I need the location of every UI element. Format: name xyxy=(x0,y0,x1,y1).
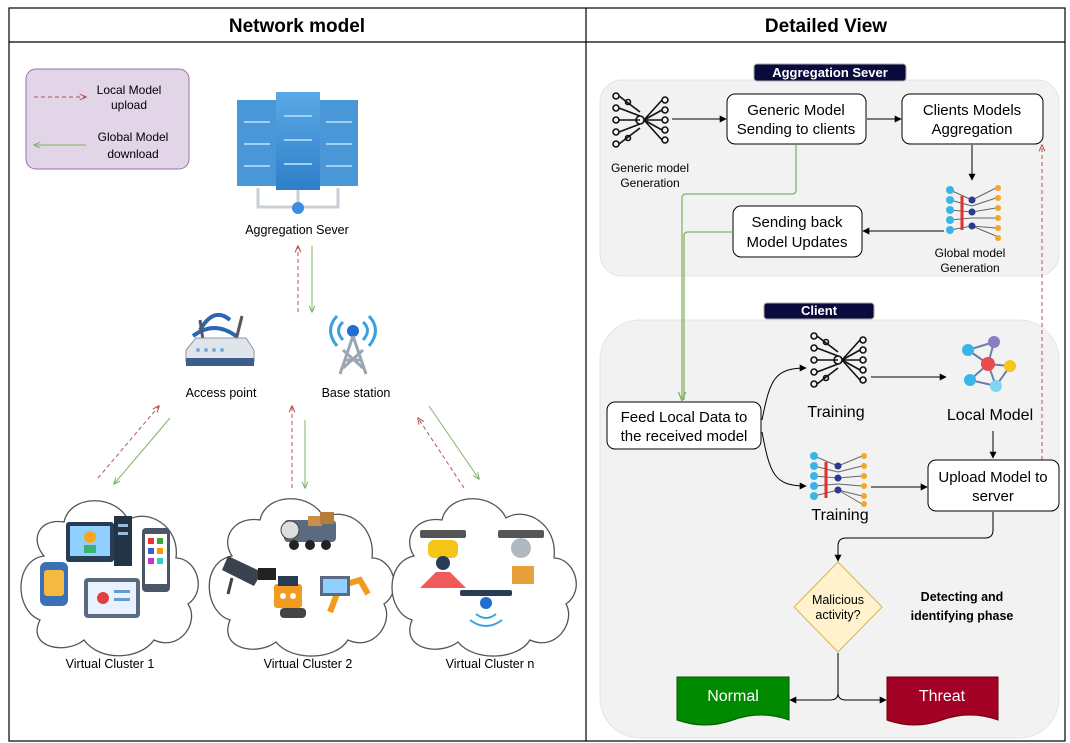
router-icon xyxy=(185,312,255,366)
global-model-icon xyxy=(946,185,1001,241)
clustern-upload-arrow xyxy=(418,418,465,489)
detecting-line1: Detecting and xyxy=(921,590,1004,604)
green-path-from-sending xyxy=(682,145,797,400)
clients-aggregation-box xyxy=(901,93,1044,145)
generic-sending-line1: Generic Model xyxy=(747,102,845,119)
sending-back-line2: Model Updates xyxy=(747,234,848,251)
base-station-label: Base station xyxy=(322,386,391,400)
clients-aggregation-line1: Clients Models xyxy=(923,102,1021,119)
global-model-gen-line2: Generation xyxy=(940,261,999,275)
detecting-line2: identifying phase xyxy=(911,609,1014,623)
sending-back-line1: Sending back xyxy=(752,214,843,231)
neural-network-icon xyxy=(612,92,669,148)
local-model-label: Local Model xyxy=(947,407,1033,424)
access-point-label: Access point xyxy=(186,386,257,400)
virtual-cluster-2-cloud xyxy=(208,498,395,657)
training-2-icon xyxy=(810,452,867,507)
virtual-cluster-2-label: Virtual Cluster 2 xyxy=(264,657,353,671)
virtual-cluster-1-label: Virtual Cluster 1 xyxy=(66,657,155,671)
right-panel-title: Detailed View xyxy=(765,16,887,37)
clustern-download-arrow xyxy=(428,405,479,479)
generic-model-gen-line2: Generation xyxy=(620,176,679,190)
local-model-icon xyxy=(962,336,1016,392)
legend-local-line1: Local Model xyxy=(97,83,162,97)
training-2-label: Training xyxy=(811,507,868,524)
arrow-feed-to-training1 xyxy=(761,364,807,421)
threat-box xyxy=(886,676,999,726)
cluster1-download-arrow xyxy=(114,417,171,484)
green-path-from-sendback xyxy=(683,231,733,400)
arrow-upload-to-decision xyxy=(834,512,994,562)
virtual-cluster-n-label: Virtual Cluster n xyxy=(446,657,535,671)
malicious-decision xyxy=(793,561,883,653)
server-label: Aggregation Sever xyxy=(245,223,349,237)
normal-box xyxy=(676,676,790,726)
aggregation-banner-label: Aggregation Sever xyxy=(772,65,888,80)
feed-local-box xyxy=(606,401,762,450)
legend-global-line2: download xyxy=(107,147,158,161)
frame xyxy=(8,7,1066,742)
generic-sending-line2: Sending to clients xyxy=(737,121,855,138)
arrow-to-threat xyxy=(837,653,887,704)
training-1-label: Training xyxy=(807,404,864,421)
server-icon xyxy=(237,92,358,214)
malicious-line2: activity? xyxy=(815,608,860,622)
tower-icon xyxy=(329,314,377,375)
client-banner-label: Client xyxy=(801,303,838,318)
generic-model-gen-line1: Generic model xyxy=(611,161,689,175)
upload-model-line1: Upload Model to xyxy=(938,469,1047,486)
threat-label: Threat xyxy=(919,688,966,705)
upload-model-box xyxy=(927,459,1060,512)
feed-local-line2: the received model xyxy=(621,428,748,445)
client-region xyxy=(599,319,1060,739)
cluster1-upload-arrow xyxy=(97,406,159,479)
client-banner xyxy=(763,302,875,320)
legend-global-line1: Global Model xyxy=(98,130,169,144)
normal-label: Normal xyxy=(707,688,759,705)
generic-sending-box xyxy=(726,93,867,145)
malicious-line1: Malicious xyxy=(812,593,864,607)
left-panel-title: Network model xyxy=(229,16,365,37)
feed-local-line1: Feed Local Data to xyxy=(621,409,748,426)
training-1-icon xyxy=(810,332,867,388)
arrow-feed-to-training2 xyxy=(761,431,807,490)
aggregation-banner xyxy=(753,63,907,82)
legend-box: Local Model upload Global Model download xyxy=(25,68,190,170)
global-model-gen-line1: Global model xyxy=(935,246,1006,260)
virtual-cluster-1-cloud xyxy=(20,500,199,657)
virtual-cluster-n-cloud xyxy=(391,498,577,657)
upload-model-line2: server xyxy=(972,488,1014,505)
clients-aggregation-line2: Aggregation xyxy=(932,121,1013,138)
legend-local-line2: upload xyxy=(111,98,147,112)
